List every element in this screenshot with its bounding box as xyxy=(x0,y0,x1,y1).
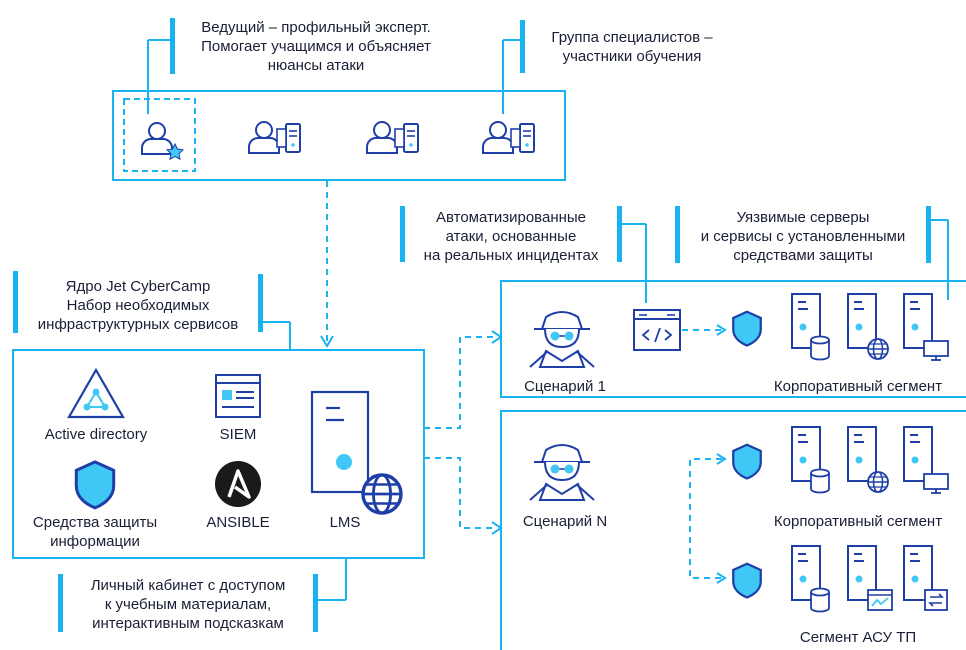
server-database-icon xyxy=(791,293,830,361)
cabinet-callout-bar-right xyxy=(313,574,318,632)
scenarioN-box xyxy=(500,410,966,650)
code-window-icon xyxy=(633,309,681,351)
siem-label: SIEM xyxy=(219,426,257,443)
server-monitor-icon xyxy=(903,426,949,494)
shield-icon xyxy=(732,443,762,480)
server-chart-icon xyxy=(847,545,893,611)
siem-icon xyxy=(215,374,261,418)
scenario1-label: Сценарий 1 xyxy=(524,378,606,395)
scenario1-box xyxy=(500,280,966,398)
leader-callout-bar xyxy=(170,18,175,74)
scenarioN-label: Сценарий N xyxy=(522,513,608,530)
core-to-scenarioN-link xyxy=(424,457,497,529)
server-globe-icon xyxy=(847,293,889,360)
participants-box xyxy=(112,90,566,181)
attacks-callout-bar xyxy=(400,206,405,262)
scenarioN-ics-segment-label: Сегмент АСУ ТП xyxy=(799,629,917,646)
shield-icon xyxy=(732,562,762,599)
server-database-icon xyxy=(791,545,830,613)
servers-callout-bar-right xyxy=(926,206,931,263)
ansible-icon xyxy=(215,461,261,507)
scenarioN-corp-segment-label: Корпоративный сегмент xyxy=(773,513,943,530)
attacks-callout-bar-right xyxy=(617,206,622,262)
core-box xyxy=(12,349,425,559)
user-workstation-icon xyxy=(482,121,535,154)
user-workstation-icon xyxy=(366,121,419,154)
leader-highlight xyxy=(123,98,196,172)
shield-icon xyxy=(732,310,762,347)
group-callout-bar xyxy=(520,20,525,73)
active-directory-icon xyxy=(67,367,125,419)
user-workstation-icon xyxy=(248,121,301,154)
core-callout-bar-right xyxy=(258,274,263,332)
group-callout: Группа специалистов –участники обучения xyxy=(551,29,713,65)
core-callout-bar xyxy=(13,271,18,333)
server-globe-icon xyxy=(310,390,403,515)
hacker-icon xyxy=(529,311,595,368)
leader-user-star-icon xyxy=(141,122,185,161)
servers-callout-bar xyxy=(675,206,680,263)
server-transfer-icon xyxy=(903,545,948,611)
core-to-scenario1-link xyxy=(424,336,497,429)
hacker-icon xyxy=(529,444,595,501)
active-directory-label: Active directory xyxy=(44,426,148,443)
lms-label: LMS xyxy=(329,514,361,531)
ansible-label: ANSIBLE xyxy=(206,514,270,531)
server-globe-icon xyxy=(847,426,889,493)
server-database-icon xyxy=(791,426,830,494)
leader-callout: Ведущий – профильный эксперт.Помогает уч… xyxy=(201,19,431,74)
cabinet-callout-bar xyxy=(58,574,63,632)
shield-icon xyxy=(74,460,116,510)
scenario1-segment-label: Корпоративный сегмент xyxy=(773,378,943,395)
server-monitor-icon xyxy=(903,293,949,361)
